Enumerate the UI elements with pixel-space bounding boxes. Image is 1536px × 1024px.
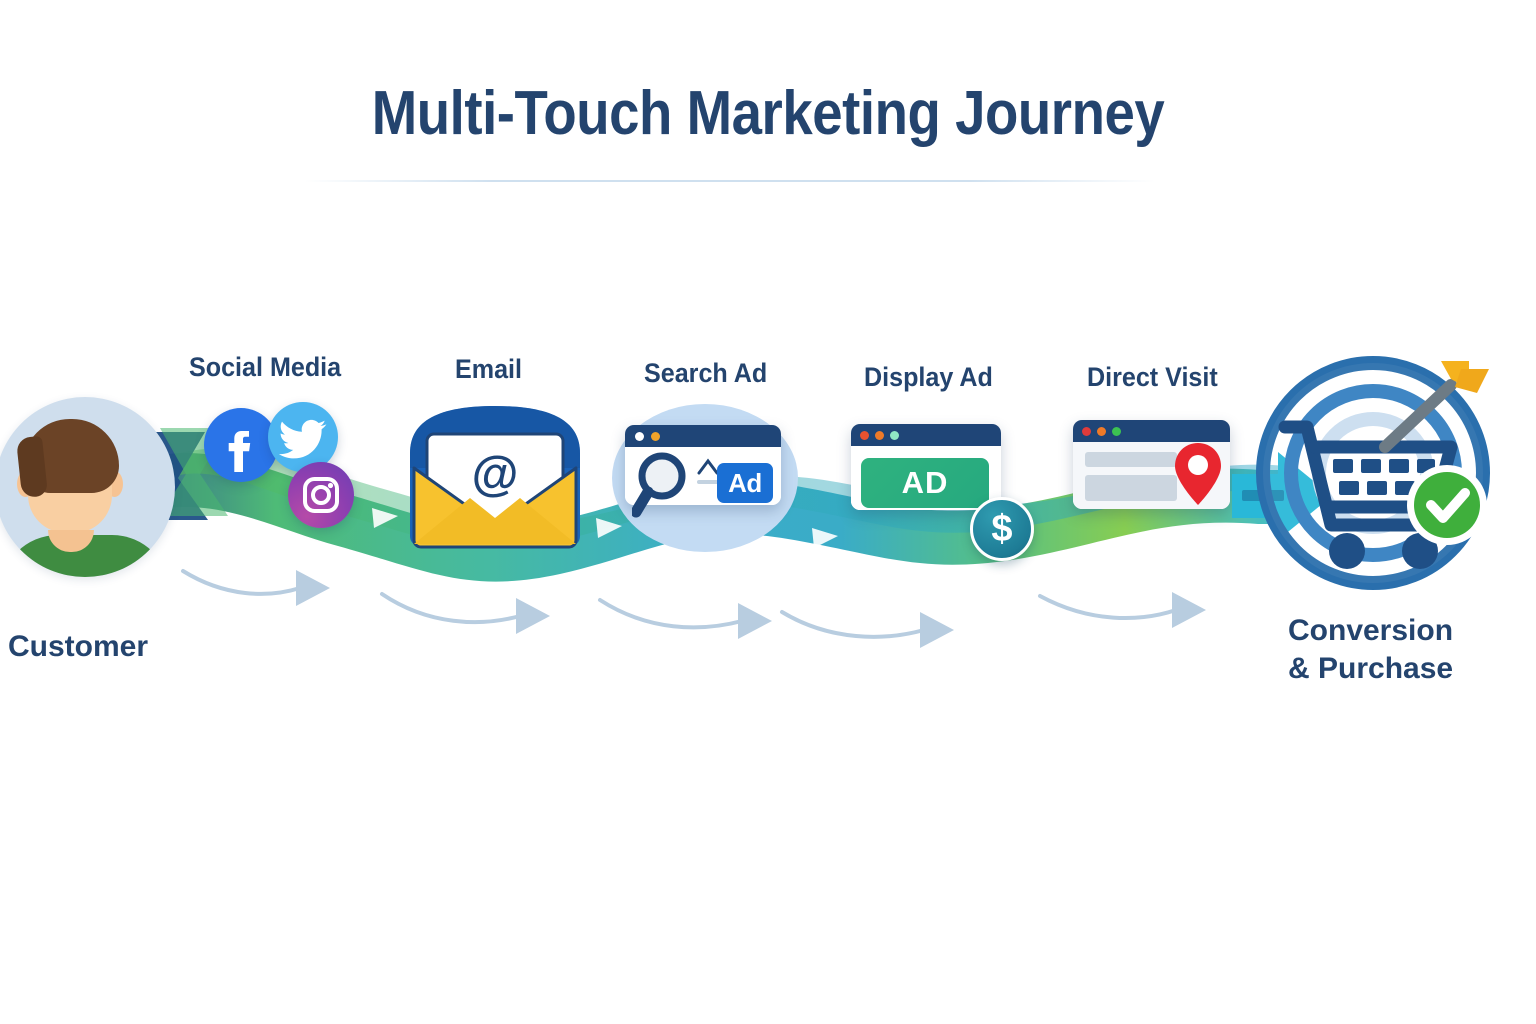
customer-label: Customer — [8, 630, 149, 663]
content-line-2 — [1085, 475, 1177, 501]
page-title: Multi-Touch Marketing Journey — [371, 79, 1165, 148]
customer-avatar[interactable] — [0, 397, 175, 597]
browser-title-bar — [1073, 420, 1230, 442]
browser-content: AD — [851, 446, 1001, 510]
conversion-label-line1: Conversion — [1288, 614, 1454, 647]
avatar-collar — [48, 530, 94, 552]
window-dot-2 — [1097, 427, 1106, 436]
window-dot-3 — [890, 431, 899, 440]
label-direct-visit: Direct Visit — [1087, 362, 1218, 392]
window-dot-2 — [875, 431, 884, 440]
label-display-ad: Display Ad — [864, 362, 993, 392]
location-pin-icon — [1173, 441, 1223, 507]
label-social-media: Social Media — [189, 352, 342, 382]
twitter-icon[interactable] — [268, 402, 338, 472]
label-search-ad: Search Ad — [644, 358, 768, 388]
instagram-icon[interactable] — [288, 462, 354, 528]
dollar-coin-icon: $ — [970, 497, 1034, 561]
magnifier-icon — [630, 450, 698, 522]
title-divider — [305, 180, 1155, 182]
content-line-1 — [1085, 452, 1177, 467]
window-dot-2 — [651, 432, 660, 441]
ad-badge[interactable]: Ad — [717, 463, 773, 503]
conversion-label: Conversion & Purchase — [1288, 612, 1453, 689]
svg-text:@: @ — [472, 448, 519, 501]
avatar-circle — [0, 397, 175, 577]
window-dot-3 — [1112, 427, 1121, 436]
conversion-icon[interactable] — [1255, 355, 1495, 595]
label-email: Email — [455, 354, 523, 384]
window-dot-1 — [1082, 427, 1091, 436]
browser-title-bar — [625, 425, 781, 447]
ad-banner[interactable]: AD — [861, 458, 989, 508]
display-ad-browser[interactable]: AD — [851, 424, 1001, 510]
window-dot-1 — [860, 431, 869, 440]
envelope-icon[interactable]: @ — [400, 398, 590, 553]
conversion-label-line2: & Purchase — [1288, 652, 1454, 686]
search-cursor-icon — [697, 458, 721, 484]
window-dot-1 — [635, 432, 644, 441]
facebook-icon[interactable] — [204, 408, 278, 482]
browser-title-bar — [851, 424, 1001, 446]
